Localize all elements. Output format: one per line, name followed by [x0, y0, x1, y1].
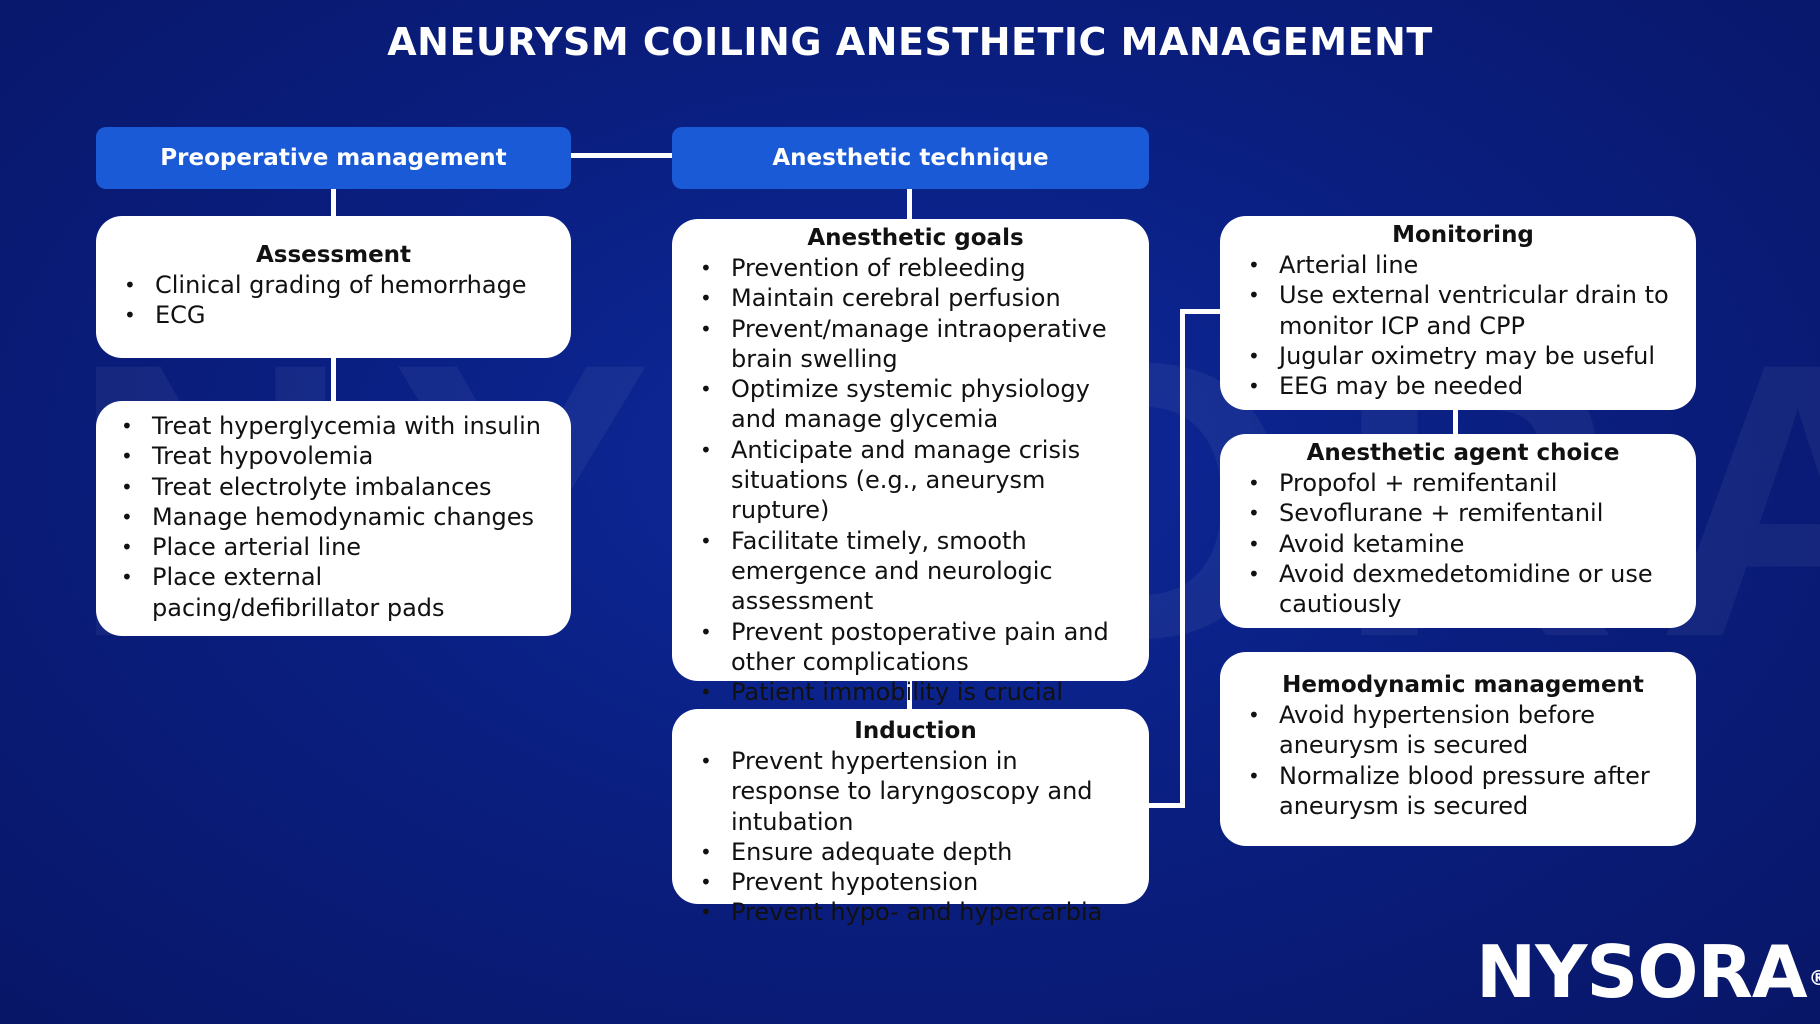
monitoring-box: Monitoring Arterial line Use external ve… [1220, 216, 1696, 410]
list-item: Treat hyperglycemia with insulin [121, 411, 543, 442]
induction-list: Prevent hypertension in response to lary… [700, 746, 1131, 928]
list-item: Clinical grading of hemorrhage [124, 270, 543, 301]
hemodynamic-list: Avoid hypertension before aneurysm is se… [1248, 700, 1678, 821]
hemodynamic-box: Hemodynamic management Avoid hypertensio… [1220, 652, 1696, 846]
logo-text: NYSORA [1476, 930, 1808, 1014]
assessment-list: Clinical grading of hemorrhage ECG [124, 270, 543, 331]
registered-mark: ® [1808, 966, 1820, 990]
list-item: Sevoflurane + remifentanil [1248, 498, 1678, 529]
anesthetic-goals-box: Anesthetic goals Prevention of rebleedin… [672, 219, 1149, 708]
hemodynamic-title: Hemodynamic management [1282, 672, 1644, 698]
list-item: EEG may be needed [1248, 371, 1678, 402]
list-item: Prevention of rebleeding [700, 253, 1131, 284]
connector-to-monitoring [1180, 309, 1220, 314]
page-title: ANEURYSM COILING ANESTHETIC MANAGEMENT [387, 20, 1433, 64]
header-preoperative-management: Preoperative management [96, 127, 571, 189]
list-item: Patient immobility is crucial [700, 677, 1131, 708]
list-item: Arterial line [1248, 250, 1678, 281]
agent-choice-title: Anesthetic agent choice [1306, 440, 1620, 466]
list-item: Treat hypovolemia [121, 441, 543, 472]
preop-treatment-box: Treat hyperglycemia with insulin Treat h… [96, 401, 571, 636]
connector-preop-assessment [331, 188, 336, 218]
list-item: Prevent postoperative pain and other com… [700, 617, 1131, 678]
connector-assessment-treatment [331, 356, 336, 402]
list-item: ECG [124, 300, 543, 331]
connector-technique-goals [907, 188, 912, 220]
agent-choice-box: Anesthetic agent choice Propofol + remif… [1220, 434, 1696, 628]
list-item: Propofol + remifentanil [1248, 468, 1678, 499]
connector-headers [570, 153, 673, 158]
induction-box: Induction Prevent hypertension in respon… [672, 709, 1149, 928]
list-item: Avoid dexmedetomidine or use cautiously [1248, 559, 1678, 620]
list-item: Use external ventricular drain to monito… [1248, 280, 1678, 341]
list-item: Manage hemodynamic changes [121, 502, 543, 533]
list-item: Avoid hypertension before aneurysm is se… [1248, 700, 1678, 761]
list-item: Ensure adequate depth [700, 837, 1131, 868]
list-item: Place arterial line [121, 532, 543, 563]
assessment-box: Assessment Clinical grading of hemorrhag… [96, 216, 571, 358]
anesthetic-goals-title: Anesthetic goals [807, 225, 1024, 251]
induction-title: Induction [854, 718, 977, 744]
connector-induction-right [1148, 803, 1185, 808]
list-item: Normalize blood pressure after aneurysm … [1248, 761, 1678, 822]
preop-treatment-list: Treat hyperglycemia with insulin Treat h… [121, 411, 543, 623]
header-anesthetic-technique: Anesthetic technique [672, 127, 1149, 189]
monitoring-title: Monitoring [1392, 222, 1534, 248]
list-item: Prevent/manage intraoperative brain swel… [700, 314, 1131, 375]
monitoring-list: Arterial line Use external ventricular d… [1248, 250, 1678, 402]
agent-choice-list: Propofol + remifentanil Sevoflurane + re… [1248, 468, 1678, 619]
list-item: Jugular oximetry may be useful [1248, 341, 1678, 372]
list-item: Optimize systemic physiology and manage … [700, 374, 1131, 435]
list-item: Treat electrolyte imbalances [121, 472, 543, 503]
list-item: Place external pacing/defibrillator pads [121, 562, 543, 623]
list-item: Avoid ketamine [1248, 529, 1678, 560]
nysora-logo: NYSORA® [1476, 932, 1820, 1012]
connector-monitoring-agent [1453, 408, 1458, 436]
list-item: Prevent hypotension [700, 867, 1131, 898]
assessment-title: Assessment [255, 242, 412, 268]
connector-vertical-right [1180, 309, 1185, 808]
list-item: Anticipate and manage crisis situations … [700, 435, 1131, 526]
list-item: Prevent hypo- and hypercarbia [700, 897, 1131, 928]
list-item: Maintain cerebral perfusion [700, 283, 1131, 314]
list-item: Prevent hypertension in response to lary… [700, 746, 1131, 837]
anesthetic-goals-list: Prevention of rebleeding Maintain cerebr… [700, 253, 1131, 708]
list-item: Facilitate timely, smooth emergence and … [700, 526, 1131, 617]
